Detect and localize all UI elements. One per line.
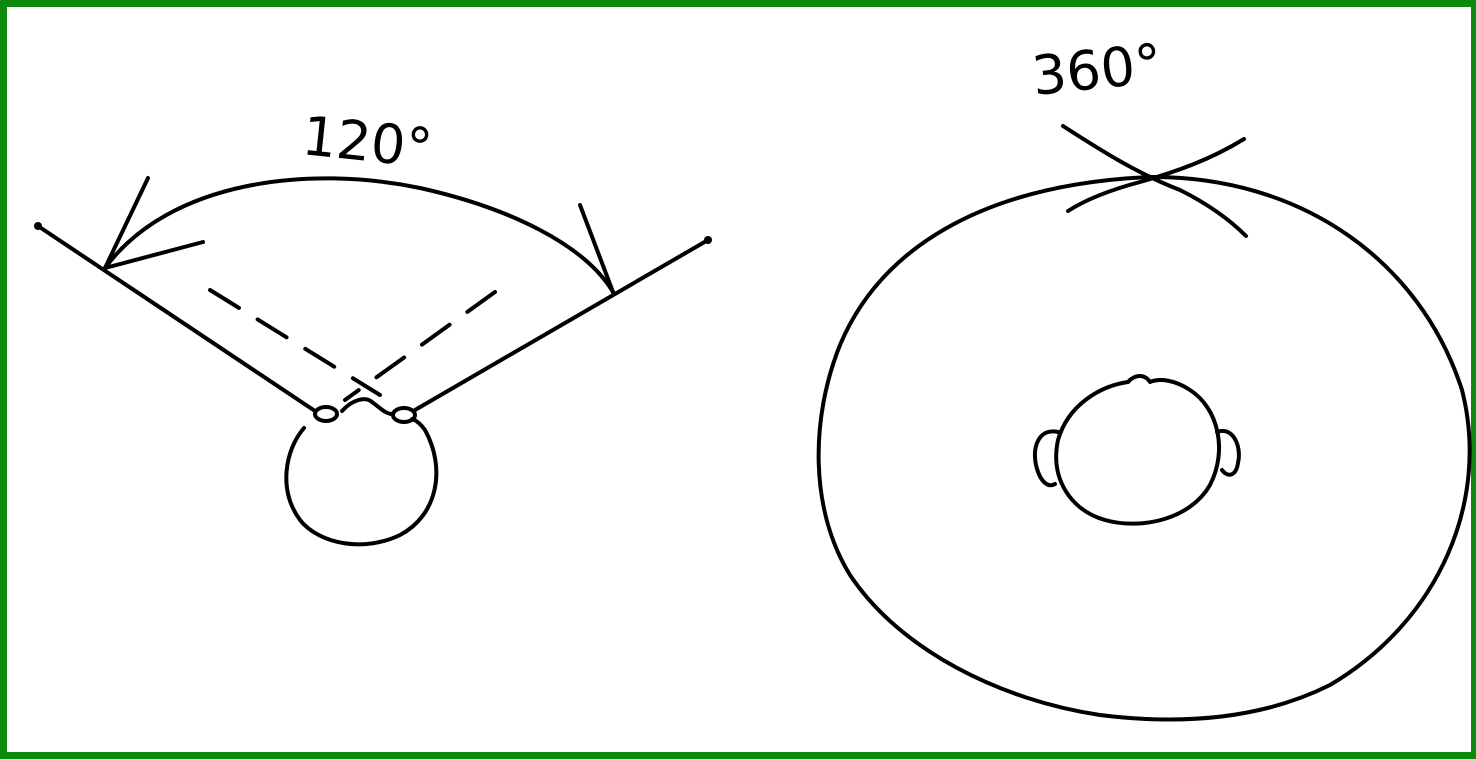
- head-circle-right: [1056, 376, 1219, 524]
- right-dashed-line: [345, 292, 495, 400]
- angle-arc-120: [105, 178, 613, 292]
- head-circle-left: [286, 419, 436, 544]
- right-sight-line: [415, 240, 708, 410]
- right-line-end-dot: [704, 236, 712, 244]
- angle-label-360: 360°: [1029, 32, 1165, 108]
- left-sight-line: [38, 226, 315, 411]
- right-eye: [393, 408, 415, 422]
- right-arrow-head: [580, 205, 613, 292]
- left-dashed-line: [210, 290, 380, 395]
- left-line-end-dot: [34, 222, 42, 230]
- fov-120-figure: [34, 178, 712, 544]
- left-eye: [315, 407, 337, 421]
- nose: [342, 399, 392, 414]
- vision-circle-360: [819, 177, 1470, 720]
- fov-360-figure: [819, 126, 1470, 720]
- angle-label-120: 120°: [299, 104, 435, 180]
